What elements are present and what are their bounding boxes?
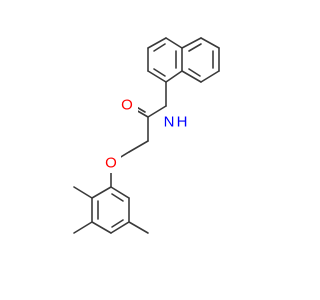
- bond: [73, 186, 93, 199]
- molecule-structure-drawing: O N H O: [73, 37, 220, 234]
- label-backdrop: [101, 153, 121, 173]
- bond-inner: [188, 43, 202, 52]
- bond: [110, 186, 130, 199]
- label-backdrop: [116, 96, 138, 116]
- bond-inner: [111, 219, 124, 228]
- bond: [181, 70, 202, 83]
- amide-hydrogen-label: H: [177, 114, 188, 131]
- bond-inner: [153, 43, 166, 52]
- bond: [165, 37, 183, 49]
- bond: [200, 37, 220, 49]
- bond: [165, 70, 183, 83]
- bond-inner: [153, 68, 166, 77]
- bond-inner: [111, 193, 124, 202]
- bond: [128, 140, 149, 153]
- amide-nitrogen-label: N: [164, 114, 175, 131]
- carbonyl-oxygen-label: O: [121, 97, 133, 114]
- bond: [128, 221, 149, 234]
- label-backdrop: [159, 112, 191, 132]
- bond: [200, 70, 220, 83]
- atom-labels: O N H O: [101, 96, 191, 173]
- bond: [91, 186, 112, 199]
- bond-inner: [188, 68, 201, 77]
- bond: [110, 221, 130, 234]
- ether-oxygen-label: O: [105, 155, 117, 172]
- bond: [147, 70, 167, 83]
- bond-lines: [73, 37, 220, 234]
- bond: [91, 221, 112, 234]
- bond: [147, 37, 167, 49]
- bond: [181, 37, 202, 49]
- bond: [147, 105, 167, 118]
- bond: [73, 221, 93, 234]
